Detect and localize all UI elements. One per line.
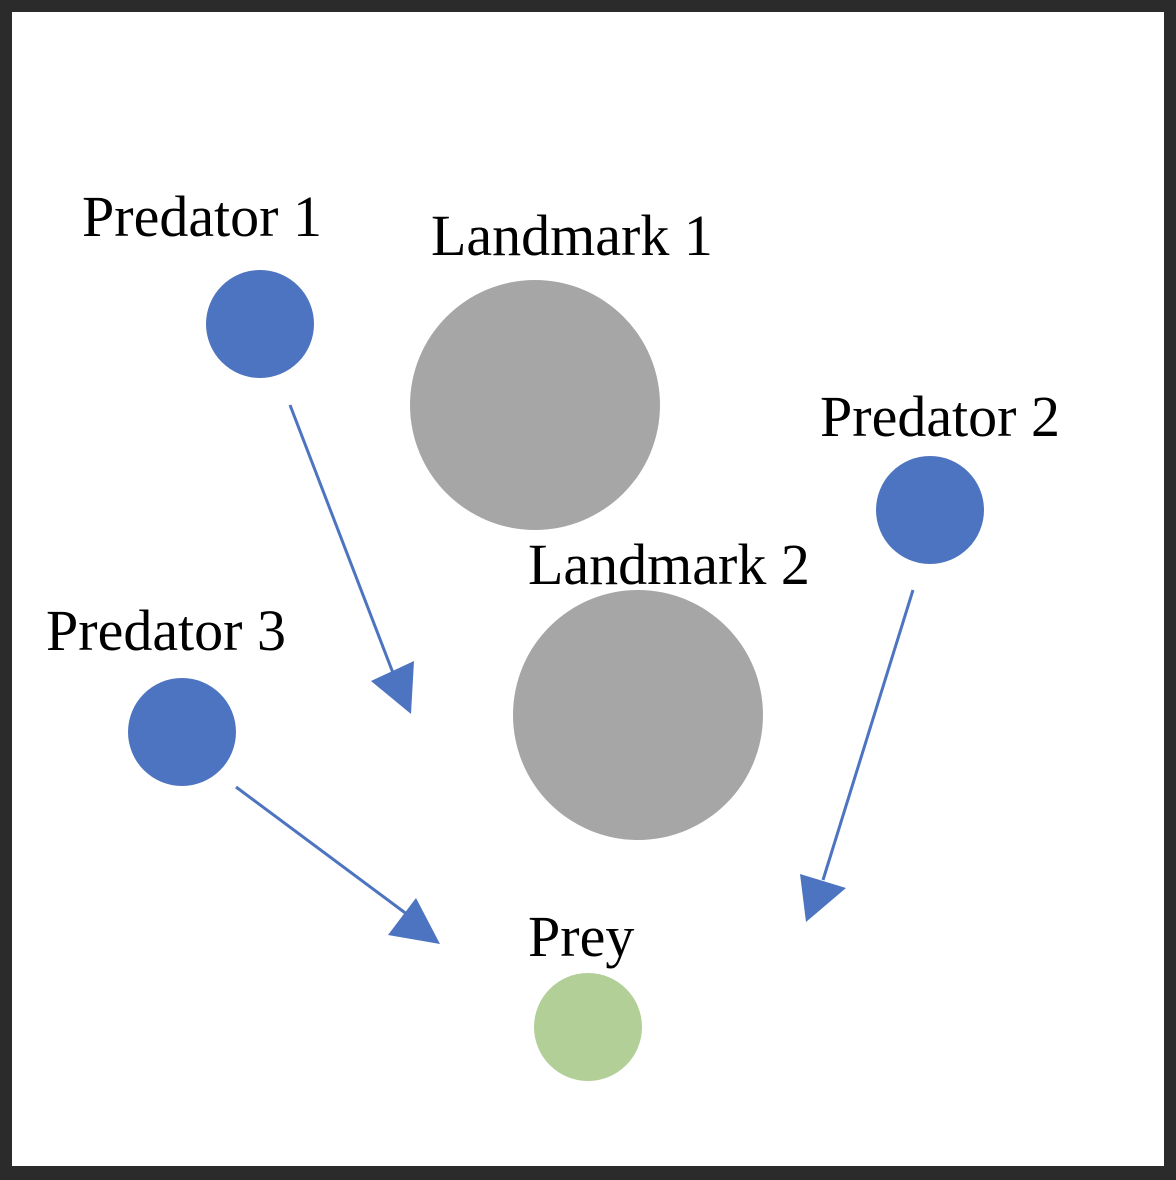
label-predator-3: Predator 3 [46, 598, 286, 663]
label-predator-1: Predator 1 [82, 184, 322, 249]
arrow-predator-2 [800, 589, 915, 922]
label-landmark-1: Landmark 1 [431, 203, 713, 268]
prey [534, 973, 642, 1081]
label-predator-2: Predator 2 [820, 384, 1060, 449]
arrow-predator-1 [288, 404, 414, 714]
label-prey: Prey [528, 904, 634, 969]
arrow-predator-3 [235, 785, 440, 944]
predator-1 [206, 270, 314, 378]
predator-2 [876, 456, 984, 564]
label-landmark-2: Landmark 2 [528, 532, 810, 597]
landmark-2 [513, 590, 763, 840]
predator-3 [128, 678, 236, 786]
landmark-1 [410, 280, 660, 530]
